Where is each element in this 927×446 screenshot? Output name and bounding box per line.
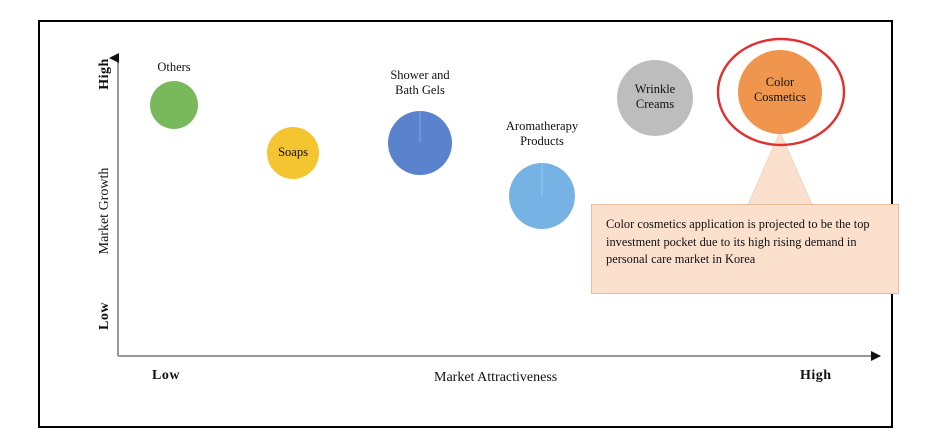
highlight-ellipse xyxy=(716,37,846,147)
bubble-label-line-1: Aromatherapy xyxy=(505,119,579,133)
x-axis-title: Market Attractiveness xyxy=(434,370,558,385)
bubble-shower-and-bath-gels[interactable] xyxy=(388,111,452,175)
x-axis-high-label: High xyxy=(800,368,832,383)
x-axis-low-label: Low xyxy=(152,368,180,383)
bubble-label-aromatherapy-products: Aromatherapy Products xyxy=(478,119,606,149)
y-axis-title: Market Growth xyxy=(97,167,112,255)
y-axis-high-label: High xyxy=(97,58,112,90)
bubble-wrinkle-creams[interactable] xyxy=(617,60,693,136)
bubble-aromatherapy-products[interactable] xyxy=(509,163,575,229)
bubble-label-line-2: Bath Gels xyxy=(395,82,445,97)
callout-box: Color cosmetics application is projected… xyxy=(591,204,899,294)
bubble-label-shower-and-bath-gels: Shower and Bath Gels xyxy=(360,68,480,98)
y-axis-low-label: Low xyxy=(97,302,112,330)
bubble-others[interactable] xyxy=(150,81,198,129)
bubble-label-others: Others xyxy=(157,60,191,74)
callout-text: Color cosmetics application is projected… xyxy=(606,217,870,267)
bubble-soaps[interactable] xyxy=(267,127,319,179)
bubble-label-line-1: Shower and xyxy=(390,68,450,82)
bubble-label-line-2: Products xyxy=(520,133,564,148)
bubble-color-cosmetics[interactable] xyxy=(738,50,822,134)
